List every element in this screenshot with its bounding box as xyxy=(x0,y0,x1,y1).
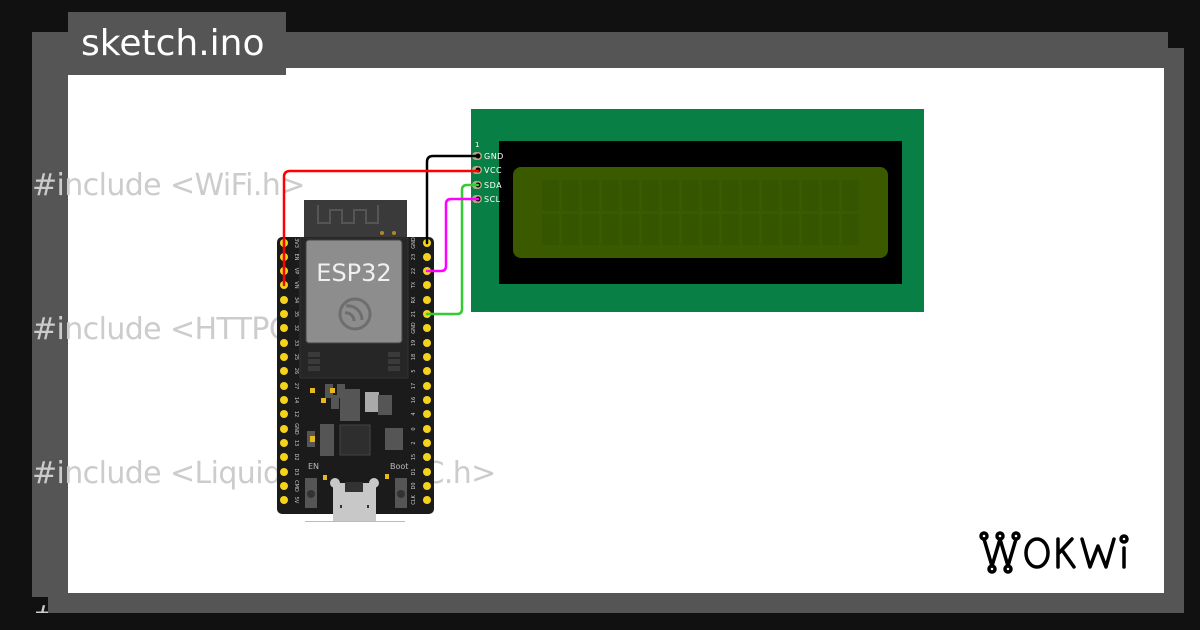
shadow-bottom-edge xyxy=(48,597,1184,613)
esp32-left-pin-labels: 3V3 EN VP VN 34 35 32 33 25 26 27 14 12 … xyxy=(293,238,299,504)
bottom-background xyxy=(0,613,1200,630)
svg-text:D1: D1 xyxy=(411,468,417,475)
svg-text:35: 35 xyxy=(293,311,299,317)
svg-text:14: 14 xyxy=(293,397,299,403)
svg-text:GND: GND xyxy=(411,237,417,249)
svg-text:EN: EN xyxy=(293,254,299,261)
svg-text:27: 27 xyxy=(293,383,299,389)
esp32-right-pin-labels: GND 23 22 TX RX 21 GND 19 18 5 17 16 4 0… xyxy=(411,237,417,505)
svg-text:26: 26 xyxy=(293,368,299,374)
svg-text:RX: RX xyxy=(411,296,417,303)
esp32-left-pin-header[interactable] xyxy=(280,239,288,504)
svg-text:4: 4 xyxy=(411,412,417,415)
esp32-board[interactable]: ESP32 EN Boot xyxy=(277,200,434,522)
frame-bottom-edge xyxy=(32,593,1168,597)
file-name-tab[interactable]: sketch.ino xyxy=(68,12,286,75)
svg-text:5V: 5V xyxy=(293,497,299,504)
svg-text:GND: GND xyxy=(411,322,417,334)
esp32-chip-label: ESP32 xyxy=(316,259,391,287)
wire-sda[interactable] xyxy=(425,183,480,316)
svg-text:CMD: CMD xyxy=(293,480,299,492)
svg-text:VN: VN xyxy=(293,281,299,288)
svg-text:19: 19 xyxy=(411,340,417,346)
svg-text:33: 33 xyxy=(293,340,299,346)
svg-text:32: 32 xyxy=(293,325,299,331)
lcd-character-cells xyxy=(542,180,859,245)
lcd-pin-index: 1 xyxy=(475,141,479,149)
boot-button[interactable] xyxy=(395,478,407,508)
lcd-pin-sda[interactable]: SDA xyxy=(484,181,502,190)
svg-text:3V3: 3V3 xyxy=(293,238,299,248)
code-line: #include <LiquidCrystal_I2C.h> xyxy=(32,456,496,491)
svg-text:23: 23 xyxy=(411,254,417,260)
lcd-display[interactable]: 1 GND VCC SDA SCL xyxy=(471,109,924,312)
wire-vcc[interactable] xyxy=(282,169,480,287)
svg-text:13: 13 xyxy=(293,440,299,446)
svg-text:2: 2 xyxy=(411,441,417,444)
lcd-pin-scl[interactable]: SCL xyxy=(484,195,501,204)
svg-text:16: 16 xyxy=(411,397,417,403)
wire-scl[interactable] xyxy=(425,197,480,273)
svg-text:D3: D3 xyxy=(293,468,299,475)
svg-text:21: 21 xyxy=(411,311,417,317)
svg-text:34: 34 xyxy=(293,297,299,303)
svg-text:0: 0 xyxy=(411,427,417,430)
file-name-label: sketch.ino xyxy=(81,23,265,64)
wokwi-logo xyxy=(978,528,1150,580)
wire-gnd[interactable] xyxy=(425,154,480,245)
lcd-pin-vcc[interactable]: VCC xyxy=(484,166,502,175)
boot-label: Boot xyxy=(390,462,408,471)
usb-port xyxy=(305,478,405,522)
en-label: EN xyxy=(308,462,319,471)
svg-text:12: 12 xyxy=(293,411,299,417)
shadow-right-edge xyxy=(1168,48,1184,613)
svg-text:VP: VP xyxy=(293,268,299,274)
svg-text:5: 5 xyxy=(411,369,417,372)
svg-text:15: 15 xyxy=(411,454,417,460)
svg-text:D0: D0 xyxy=(411,482,417,489)
svg-text:CLK: CLK xyxy=(411,495,417,505)
svg-text:18: 18 xyxy=(411,354,417,360)
svg-text:22: 22 xyxy=(411,268,417,274)
svg-text:TX: TX xyxy=(411,281,417,289)
svg-text:17: 17 xyxy=(411,383,417,389)
svg-text:D2: D2 xyxy=(293,453,299,460)
svg-text:GND: GND xyxy=(293,423,299,435)
frame-right-edge xyxy=(1164,32,1168,597)
lcd-pin-gnd[interactable]: GND xyxy=(484,152,504,161)
espressif-logo-icon xyxy=(338,297,372,331)
esp32-right-pin-header[interactable] xyxy=(423,239,431,504)
svg-text:25: 25 xyxy=(293,354,299,360)
wokwi-logo-icon xyxy=(979,531,1129,574)
en-button[interactable] xyxy=(305,478,317,508)
